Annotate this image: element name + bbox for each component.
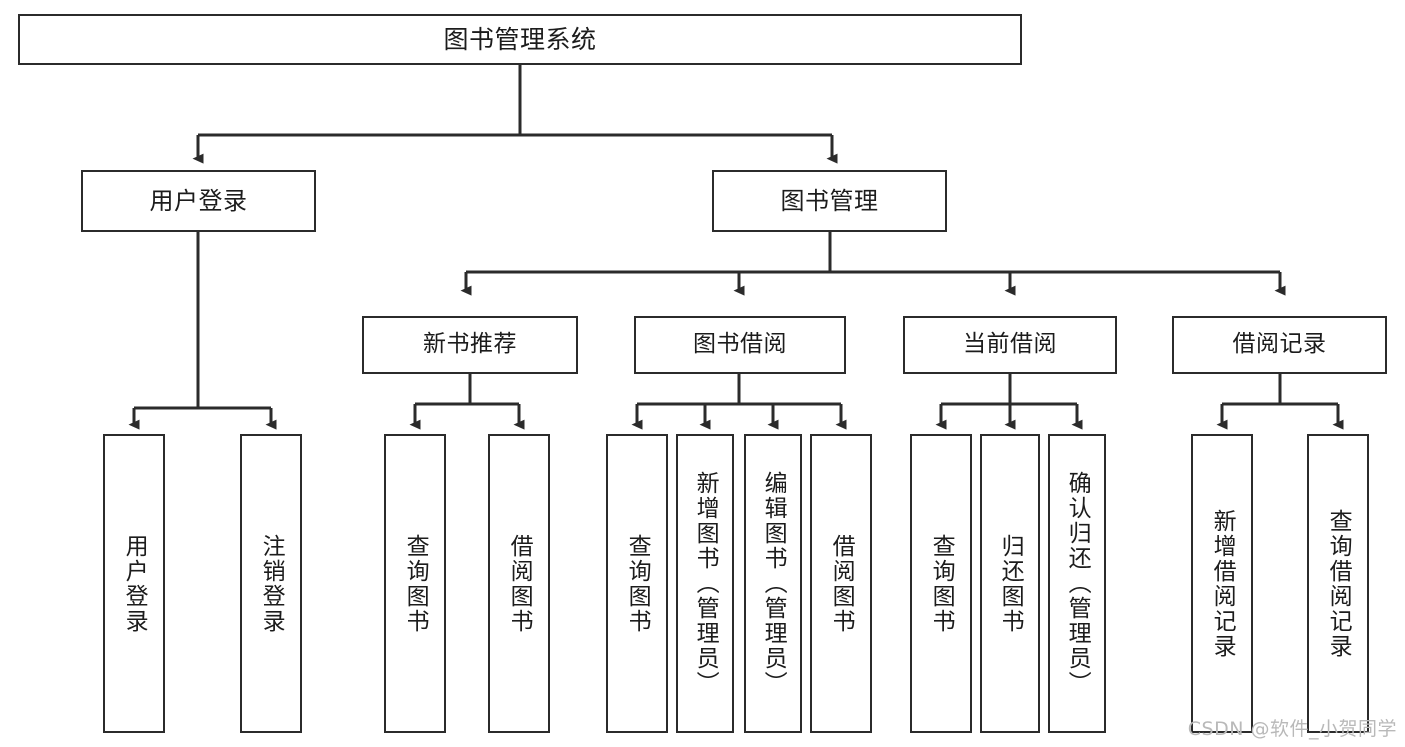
node-borrow-record[interactable]: 借阅记录 (1172, 316, 1387, 374)
node-new-book-recommend[interactable]: 新书推荐 (362, 316, 578, 374)
node-label: 编辑图书（管理员） (760, 471, 787, 696)
node-label: 查询图书 (928, 533, 955, 634)
leaf-user-login[interactable]: 用户登录 (103, 434, 165, 733)
leaf-borrow-book-borrow[interactable]: 借阅图书 (810, 434, 872, 733)
node-current-borrow[interactable]: 当前借阅 (903, 316, 1117, 374)
node-label: 新增图书（管理员） (692, 471, 719, 696)
leaf-confirm-return-admin[interactable]: 确认归还（管理员） (1048, 434, 1106, 733)
node-label: 借阅图书 (506, 533, 533, 634)
node-label: 注销登录 (258, 533, 285, 634)
node-book-borrow[interactable]: 图书借阅 (634, 316, 846, 374)
node-label: 图书借阅 (693, 331, 787, 358)
node-label: 图书管理系统 (443, 24, 597, 54)
leaf-add-borrow-record[interactable]: 新增借阅记录 (1191, 434, 1253, 733)
node-label: 图书管理 (780, 186, 879, 215)
node-label: 确认归还（管理员） (1064, 471, 1091, 696)
node-label: 查询借阅记录 (1325, 508, 1352, 659)
node-label: 归还图书 (997, 533, 1024, 634)
leaf-return-book[interactable]: 归还图书 (980, 434, 1040, 733)
node-label: 当前借阅 (963, 331, 1057, 358)
leaf-borrow-book-recommend[interactable]: 借阅图书 (488, 434, 550, 733)
node-root-book-management-system[interactable]: 图书管理系统 (18, 14, 1022, 65)
node-user-login[interactable]: 用户登录 (81, 170, 316, 232)
node-label: 新增借阅记录 (1209, 508, 1236, 659)
node-label: 查询图书 (624, 533, 651, 634)
node-label: 借阅图书 (828, 533, 855, 634)
leaf-add-book-admin[interactable]: 新增图书（管理员） (676, 434, 734, 733)
leaf-query-book-borrow[interactable]: 查询图书 (606, 434, 668, 733)
node-label: 用户登录 (121, 533, 148, 634)
node-label: 新书推荐 (423, 331, 517, 358)
leaf-query-book-current[interactable]: 查询图书 (910, 434, 972, 733)
leaf-edit-book-admin[interactable]: 编辑图书（管理员） (744, 434, 802, 733)
leaf-query-book-recommend[interactable]: 查询图书 (384, 434, 446, 733)
leaf-query-borrow-record[interactable]: 查询借阅记录 (1307, 434, 1369, 733)
node-label: 借阅记录 (1232, 331, 1327, 358)
node-label: 用户登录 (149, 186, 248, 215)
node-label: 查询图书 (402, 533, 429, 634)
leaf-logout-login[interactable]: 注销登录 (240, 434, 302, 733)
node-book-management[interactable]: 图书管理 (712, 170, 947, 232)
